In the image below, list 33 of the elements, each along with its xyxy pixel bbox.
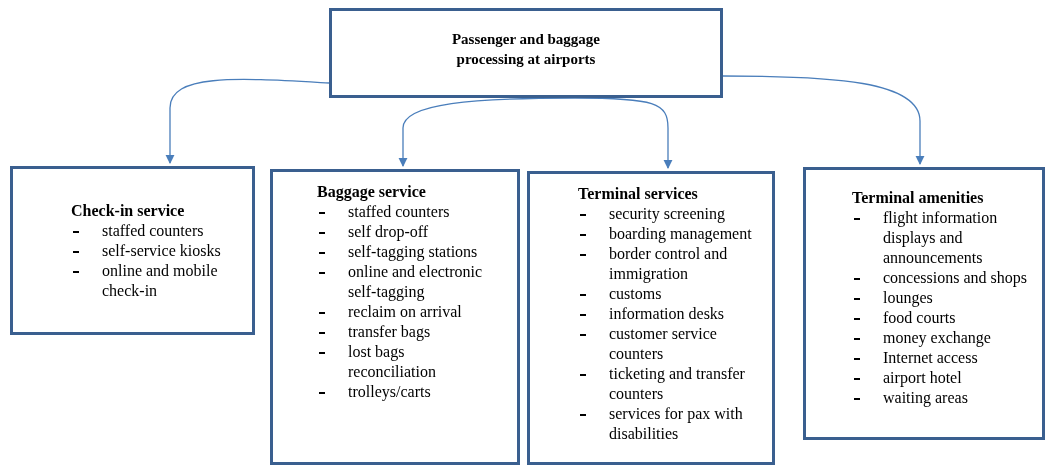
- list-item: Internet access: [883, 348, 979, 368]
- arrow: [165, 78, 330, 164]
- list-item: reclaim on arrival: [348, 302, 463, 322]
- list-item: concessions and shops: [883, 268, 1028, 288]
- list-item: money exchange: [883, 328, 992, 348]
- process-box: [329, 8, 723, 98]
- list-item: staffed counters: [348, 202, 451, 222]
- box-heading: Baggage service: [317, 182, 426, 202]
- list-item: customs: [609, 284, 663, 304]
- list-item: waiting areas: [883, 388, 969, 408]
- list-item: trolleys/carts: [348, 382, 432, 402]
- list-item: food courts: [883, 308, 957, 328]
- box-heading: Terminal services: [578, 184, 698, 204]
- list-item: self-service kiosks: [102, 241, 222, 261]
- list-item: services for pax with disabilities: [609, 404, 744, 444]
- list-item: boarding management: [609, 224, 753, 244]
- list-item: self drop-off: [348, 222, 430, 242]
- list-item: staffed counters: [102, 221, 205, 241]
- list-item: security screening: [609, 204, 726, 224]
- list-item: airport hotel: [883, 368, 963, 388]
- arrow: [722, 75, 925, 165]
- list-item: transfer bags: [348, 322, 432, 342]
- box-heading: Check-in service: [71, 201, 185, 221]
- list-item: lounges: [883, 288, 934, 308]
- category-box: [803, 167, 1045, 440]
- category-box: [270, 169, 520, 465]
- category-box: [10, 166, 255, 335]
- list-item: online and mobile check-in: [102, 261, 219, 301]
- list-item: information desks: [609, 304, 726, 324]
- box-heading: Terminal amenities: [852, 188, 984, 208]
- box-title: Passenger and baggage processing at airports: [450, 30, 602, 69]
- list-item: self-tagging stations: [348, 242, 479, 262]
- category-box: [527, 171, 775, 465]
